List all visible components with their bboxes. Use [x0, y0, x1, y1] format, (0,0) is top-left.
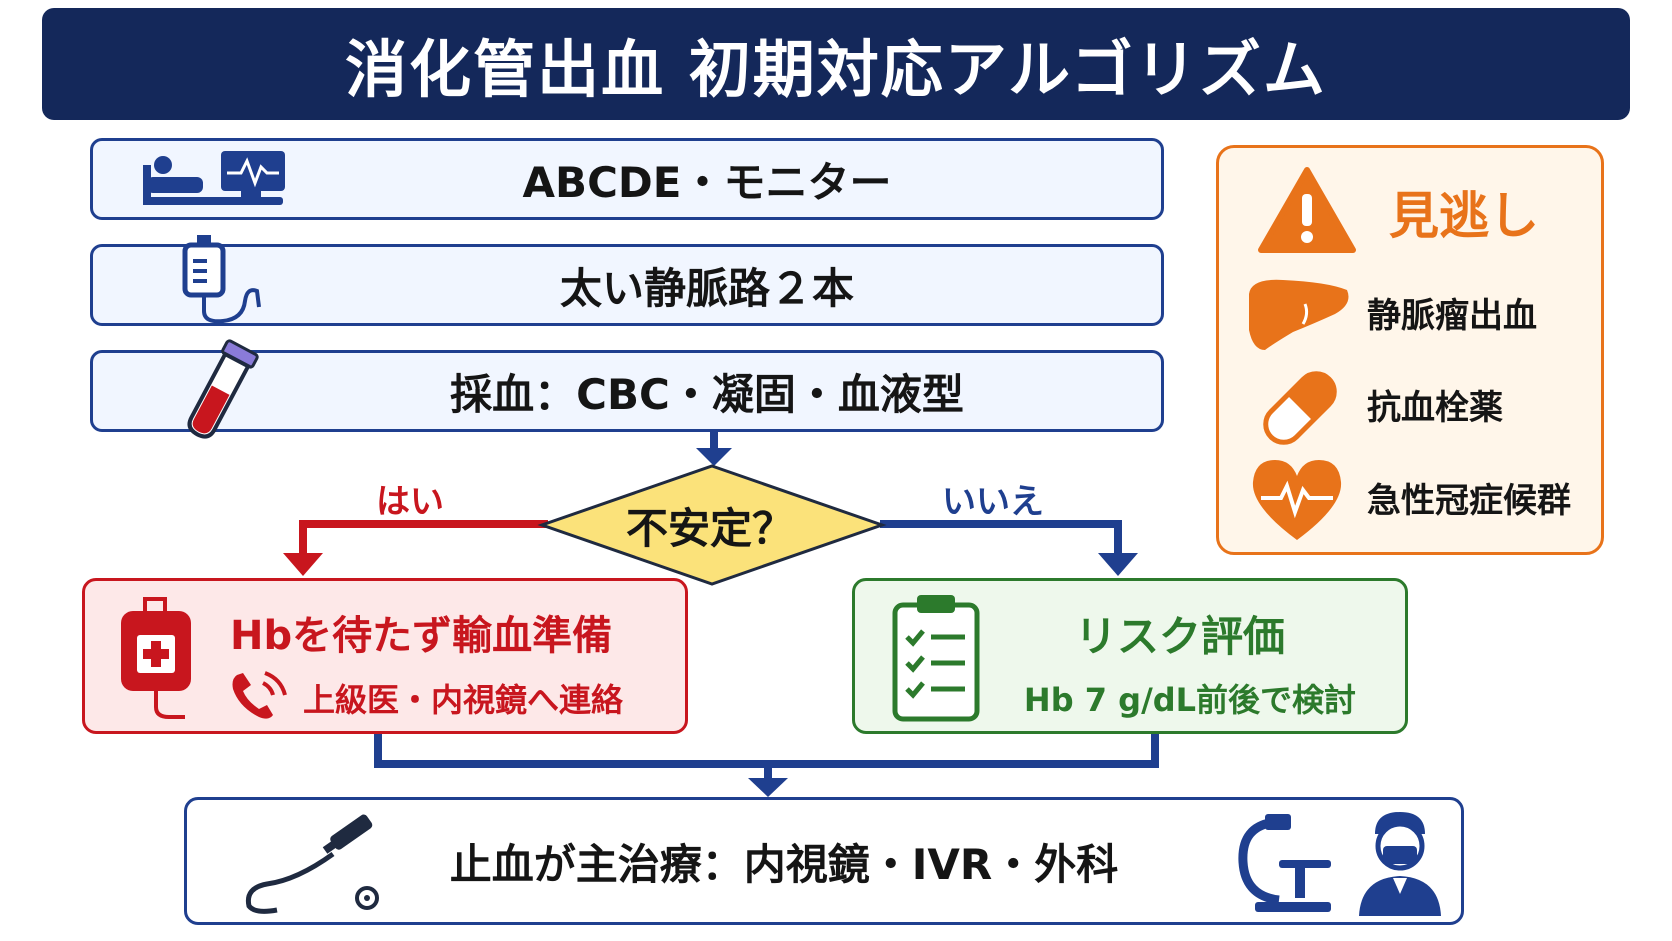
no-branch-sub: Hb 7 g/dL前後で検討: [1023, 681, 1357, 719]
decision-label: 不安定？: [625, 503, 794, 553]
step-iv-access: 太い静脈路２本: [90, 235, 1164, 326]
yes-branch-sub: 上級医・内視鏡へ連絡: [303, 681, 624, 719]
step-bloodwork: 採血：CBC・凝固・血液型: [90, 339, 1164, 439]
arrowhead-yes: [283, 553, 323, 576]
yes-label: はい: [376, 482, 444, 522]
phone-icon: [232, 671, 287, 719]
title-bar: 消化管出血 初期対応アルゴリズム: [42, 8, 1630, 120]
final-treatment-label: 止血が主治療：内視鏡・IVR・外科: [449, 839, 1119, 889]
yes-branch-box: Hbを待たず輸血準備 上級医・内視鏡へ連絡: [82, 578, 688, 734]
step-abcde-label: ABCDE・モニター: [522, 157, 892, 207]
connector-merge: [374, 734, 1159, 768]
step-iv-label: 太い静脈路２本: [559, 263, 854, 313]
yes-branch-main: Hbを待たず輸血準備: [230, 613, 613, 659]
surgeon-icon: [1359, 812, 1441, 916]
step-abcde: ABCDE・モニター: [90, 138, 1164, 220]
endoscope-icon: [245, 814, 379, 914]
page-title: 消化管出血 初期対応アルゴリズム: [345, 33, 1327, 106]
decision-diamond: [537, 464, 887, 586]
warning-title: 見逃し: [1389, 187, 1539, 245]
warning-triangle-icon: [1258, 167, 1356, 253]
connector-no: [880, 520, 1122, 558]
checklist-icon: [892, 595, 980, 722]
arrowhead-down: [696, 448, 732, 466]
no-branch-box: リスク評価 Hb 7 g/dL前後で検討: [852, 578, 1408, 734]
step-bloodwork-label: 採血：CBC・凝固・血液型: [450, 369, 964, 419]
c-arm-icon: [1238, 814, 1331, 912]
arrowhead-no: [1098, 553, 1138, 576]
no-label: いいえ: [942, 482, 1044, 522]
warning-item-acs: 急性冠症候群: [1367, 481, 1571, 521]
blood-bag-icon: [121, 597, 191, 719]
final-treatment-box: 止血が主治療：内視鏡・IVR・外科: [184, 797, 1464, 925]
iv-drip-icon: [182, 235, 261, 324]
liver-icon: [1249, 279, 1349, 350]
warning-box: 見逃し 静脈瘤出血 抗血栓薬 急性冠症候群: [1216, 145, 1604, 555]
no-branch-main: リスク評価: [1074, 612, 1285, 661]
warning-item-varices: 静脈瘤出血: [1367, 296, 1537, 336]
patient-monitor-icon: [143, 151, 285, 205]
capsule-icon: [1263, 371, 1337, 445]
heart-ecg-icon: [1252, 460, 1342, 540]
connector-yes: [299, 520, 548, 558]
blood-tube-icon: [187, 339, 259, 439]
arrowhead-final: [748, 778, 788, 797]
warning-item-antithrombotic: 抗血栓薬: [1367, 388, 1503, 428]
